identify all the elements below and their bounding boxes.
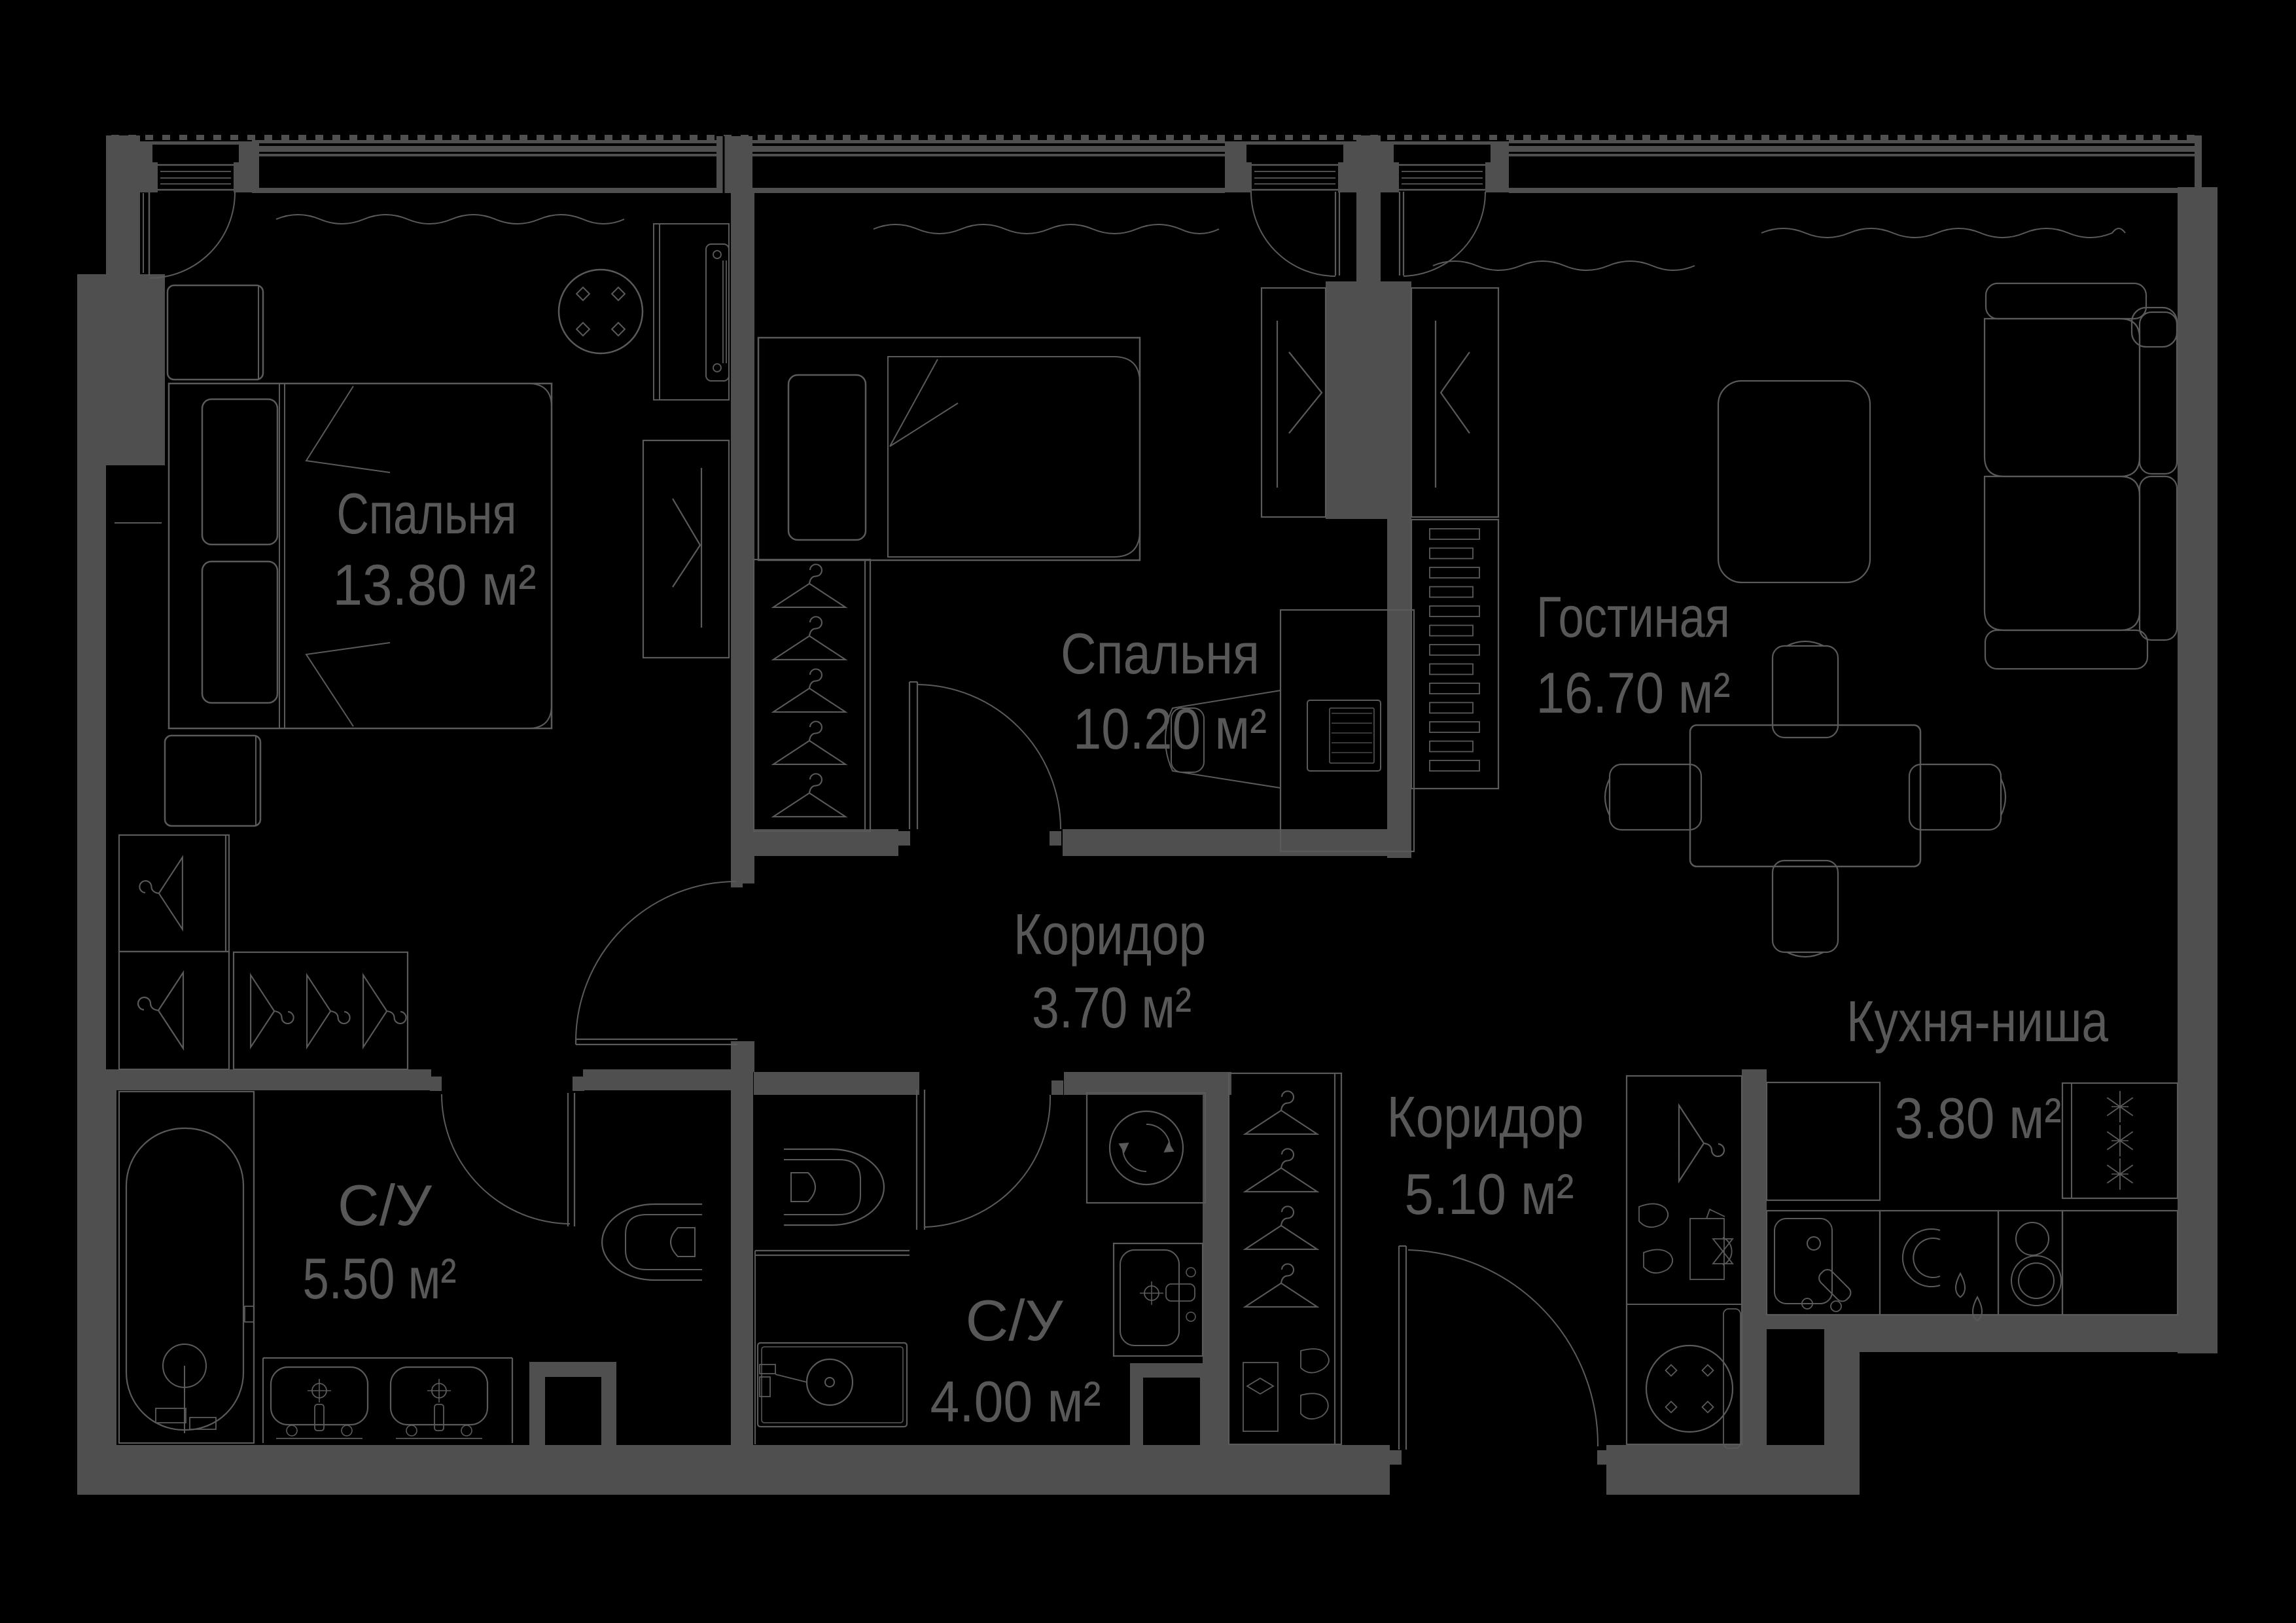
svg-text:5.50 м²: 5.50 м² <box>303 1246 457 1311</box>
svg-text:5.10 м²: 5.10 м² <box>1405 1162 1574 1226</box>
svg-text:Спальня: Спальня <box>1061 621 1260 686</box>
svg-text:С/У: С/У <box>338 1173 433 1238</box>
svg-text:Коридор: Коридор <box>1387 1084 1584 1149</box>
svg-text:10.20 м²: 10.20 м² <box>1073 696 1267 761</box>
svg-text:Спальня: Спальня <box>337 481 517 546</box>
svg-text:Гостиная: Гостиная <box>1536 584 1730 649</box>
svg-text:Кухня-ниша: Кухня-ниша <box>1846 989 2108 1054</box>
svg-text:С/У: С/У <box>966 1288 1064 1353</box>
svg-text:3.70 м²: 3.70 м² <box>1032 975 1192 1040</box>
svg-text:3.80 м²: 3.80 м² <box>1895 1086 2062 1150</box>
svg-text:4.00 м²: 4.00 м² <box>930 1369 1101 1434</box>
svg-text:16.70 м²: 16.70 м² <box>1536 660 1731 725</box>
svg-text:Коридор: Коридор <box>1014 902 1206 967</box>
svg-text:13.80 м²: 13.80 м² <box>333 552 537 617</box>
